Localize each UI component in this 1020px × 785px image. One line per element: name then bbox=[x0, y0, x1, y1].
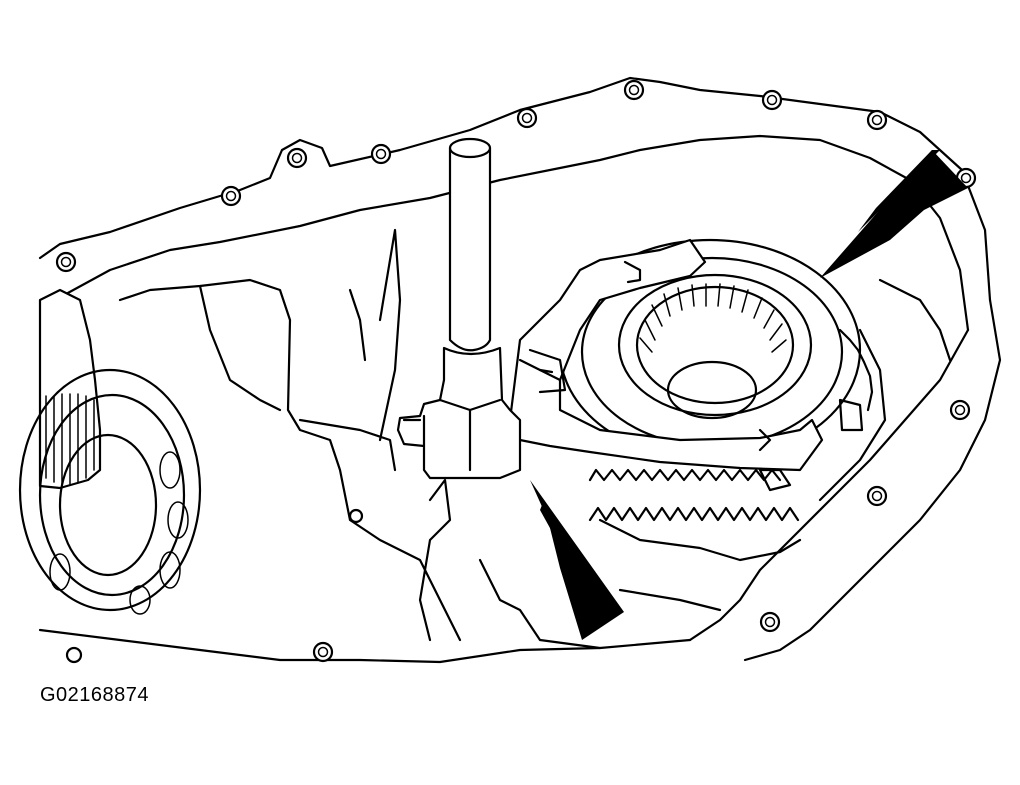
spline-teeth bbox=[639, 283, 787, 353]
left-output-shaft bbox=[18, 288, 202, 615]
arrow-icon-upper-right bbox=[820, 150, 968, 278]
shift-fork bbox=[508, 238, 824, 472]
figure-id-label: G02168874 bbox=[40, 684, 150, 706]
case-interior bbox=[118, 228, 952, 650]
shift-rail bbox=[396, 137, 522, 480]
arrow-icon-lower-center bbox=[530, 480, 624, 640]
